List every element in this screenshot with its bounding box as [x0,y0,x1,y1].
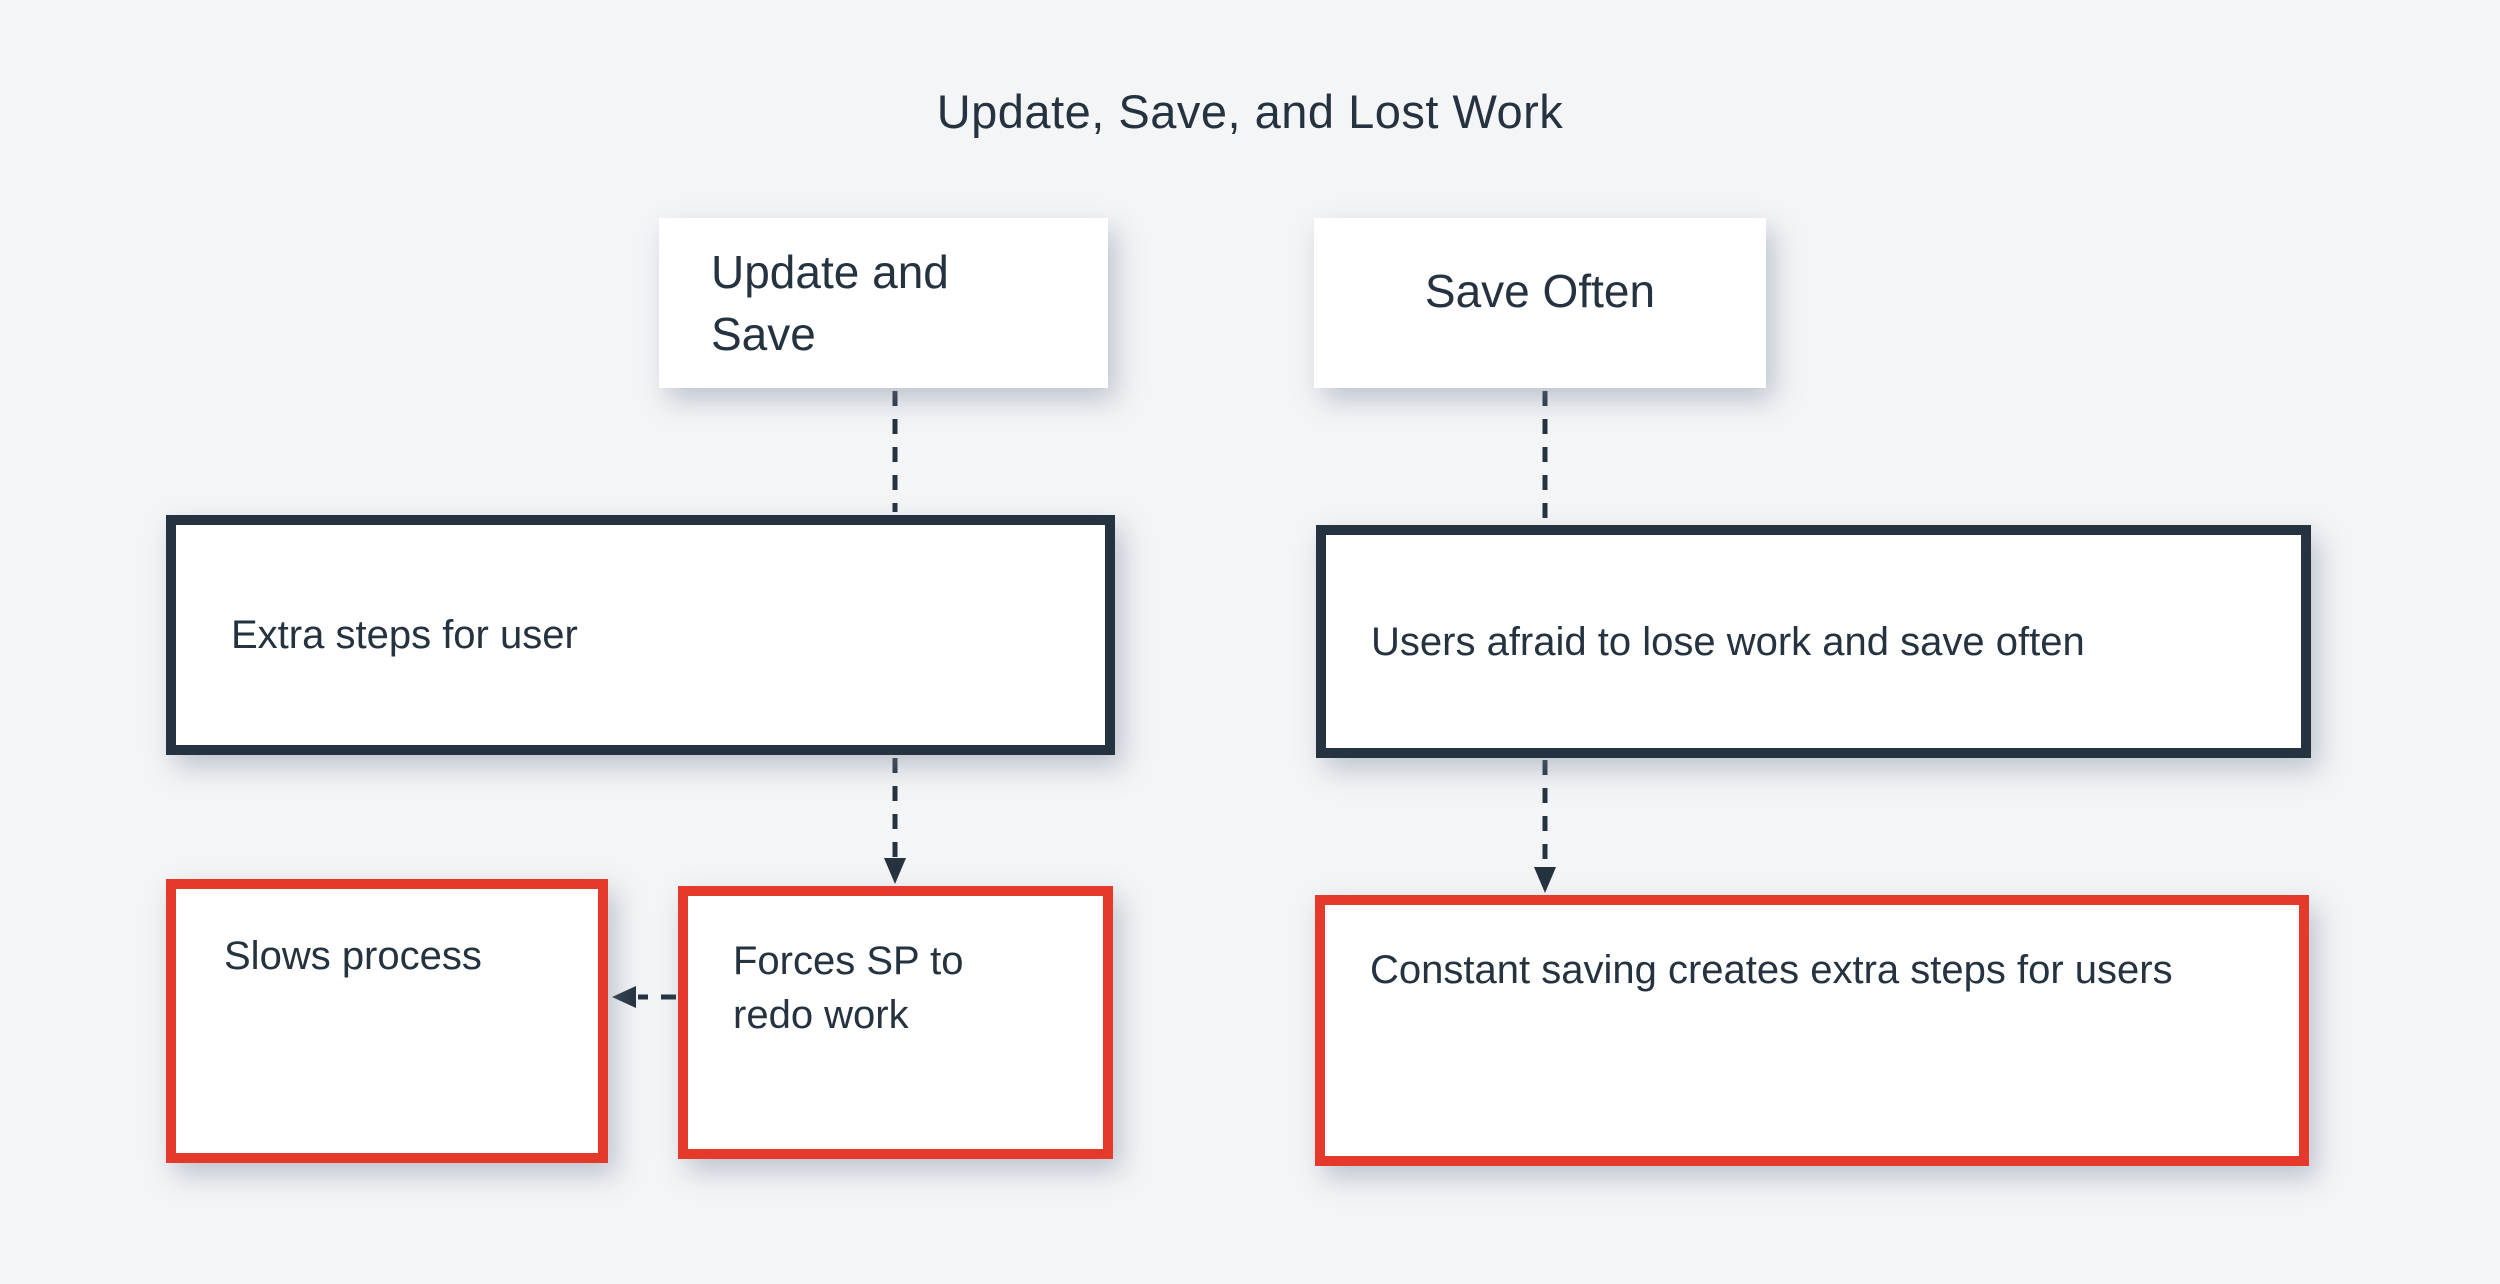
arrowhead-down-forces [884,858,906,884]
node-extra-steps-for-user[interactable]: Extra steps for user [166,515,1115,755]
node-users-afraid-to-lose-work[interactable]: Users afraid to lose work and save often [1316,525,2311,758]
node-save-often-label: Save Often [1424,264,1656,317]
diagram-title: Update, Save, and Lost Work [936,85,1564,138]
arrowhead-left-slows [612,986,636,1008]
node-slows-process[interactable]: Slows process [166,879,608,1163]
node-constant-saving-extra-steps[interactable]: Constant saving creates extra steps for … [1315,895,2309,1166]
node-constant-saving-label: Constant saving creates extra steps for … [1370,948,2173,992]
node-slows-process-label: Slows process [224,934,482,978]
node-update-and-save-label: Update and Save [711,245,949,360]
node-extra-steps-label: Extra steps for user [231,613,578,657]
node-forces-sp-redo-work[interactable]: Forces SP to redo work [678,886,1113,1159]
node-users-afraid-label: Users afraid to lose work and save often [1371,619,2085,664]
node-forces-sp-label: Forces SP to redo work [733,939,964,1037]
node-save-often[interactable]: Save Often [1314,218,1766,388]
arrowhead-down-constant [1534,867,1556,893]
node-update-and-save[interactable]: Update and Save [659,218,1108,388]
